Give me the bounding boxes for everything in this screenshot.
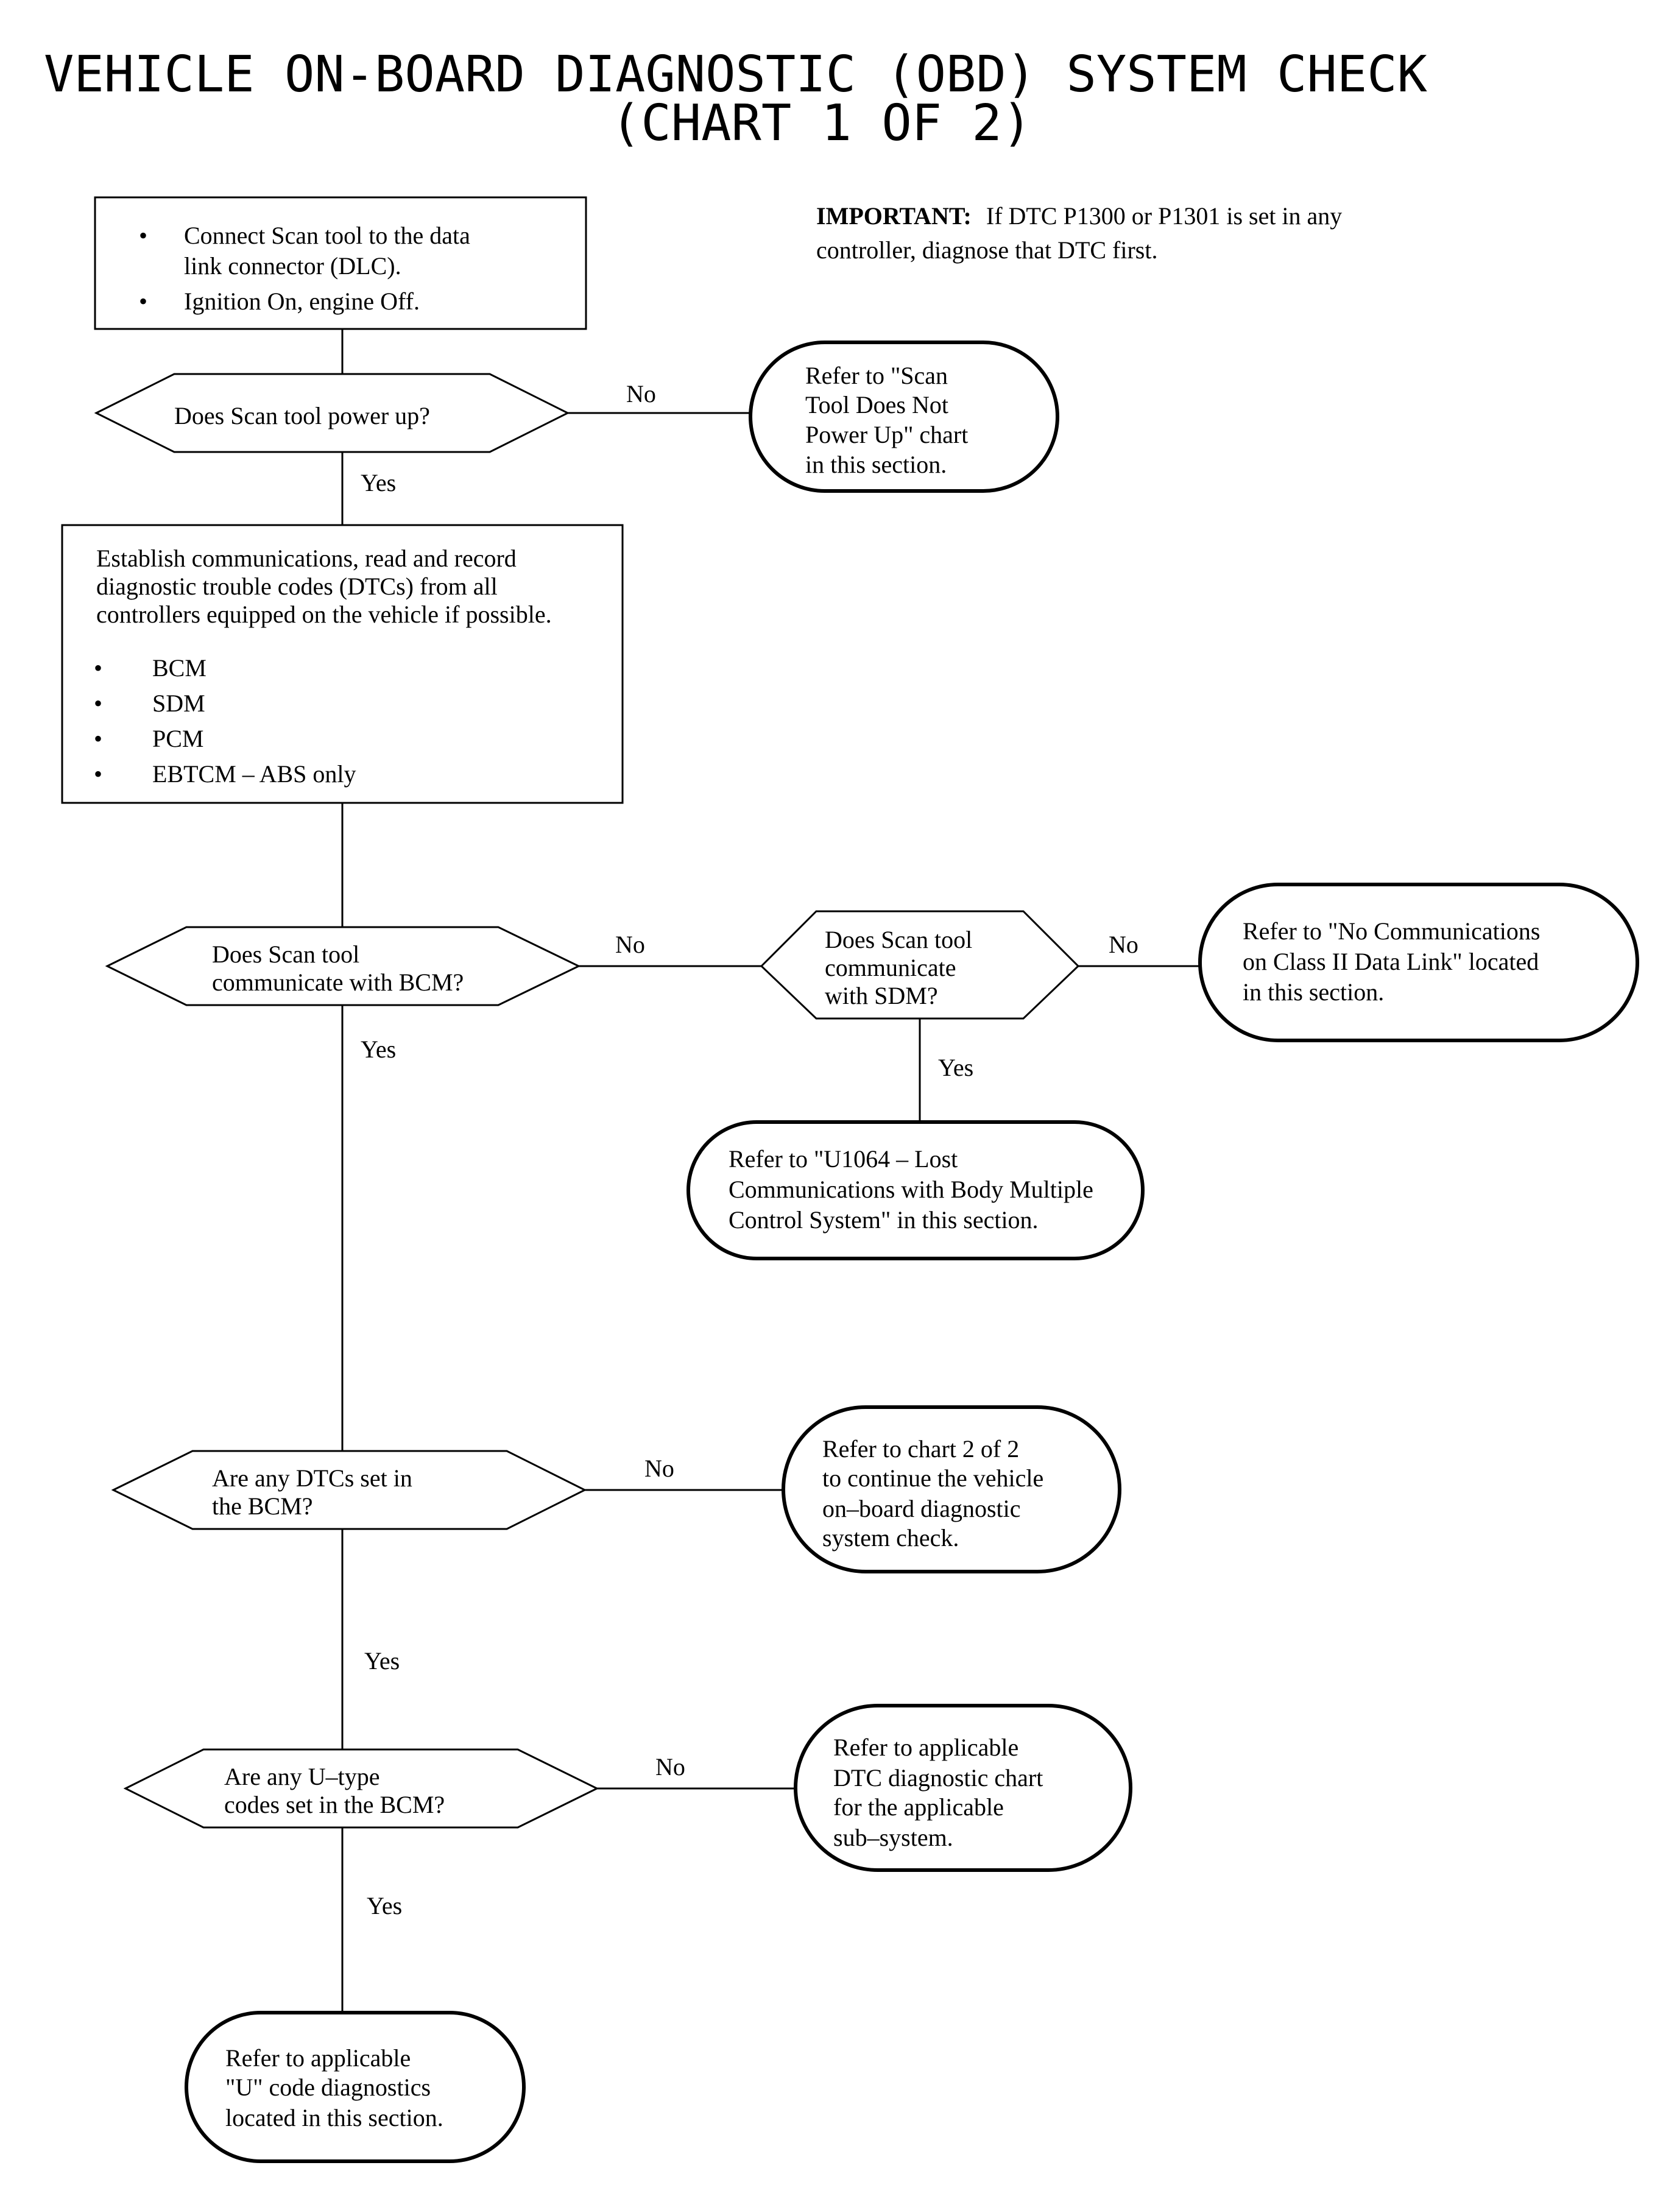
label-sdm-yes: Yes <box>938 1054 973 1081</box>
decision-communicate-bcm: Does Scan tool communicate with BCM? <box>105 926 581 1006</box>
label-dtcs-no: No <box>644 1455 674 1482</box>
terminal-dtc-chart-line1: Refer to applicable <box>833 1734 1018 1761</box>
bullet-marker: • <box>94 690 102 717</box>
decision-sdm-line1: Does Scan tool <box>825 926 972 953</box>
terminal-scan-tool-no-power: Refer to "Scan Tool Does Not Power Up" c… <box>749 341 1059 493</box>
bullet-marker: • <box>139 288 147 315</box>
controller-item: SDM <box>152 690 205 717</box>
terminal-dtc-chart-line2: DTC diagnostic chart <box>833 1764 1043 1792</box>
terminal-chart2-line2: to continue the vehicle <box>822 1464 1043 1492</box>
label-bcm-no: No <box>615 931 645 958</box>
decision-scan-tool-power: Does Scan tool power up? <box>94 373 570 453</box>
establish-line3: controllers equipped on the vehicle if p… <box>96 601 552 628</box>
svg-text:IMPORTANT: If DTC P1300: IMPORTANT: If DTC P1300 or P1301 is set … <box>816 202 1342 230</box>
establish-line2: diagnostic trouble codes (DTCs) from all <box>96 573 498 600</box>
decision-utype-line1: Are any U–type <box>224 1763 379 1790</box>
terminal-dtc-diagnostic-chart: Refer to applicable DTC diagnostic chart… <box>794 1704 1132 1872</box>
terminal-u1064-line3: Control System" in this section. <box>729 1206 1039 1234</box>
terminal-power-line2: Tool Does Not <box>805 391 948 418</box>
terminal-dtc-chart-line4: sub–system. <box>833 1824 953 1851</box>
terminal-chart2-line3: on–board diagnostic <box>822 1495 1021 1522</box>
terminal-power-line1: Refer to "Scan <box>805 362 948 389</box>
connect-box-bullet1-line1: Connect Scan tool to the data <box>184 222 470 249</box>
chart-title-line2: (CHART 1 OF 2) <box>611 94 1032 152</box>
decision-dtcs-set: Are any DTCs set in the BCM? <box>111 1450 587 1530</box>
bullet-marker: • <box>139 222 147 249</box>
decision-sdm-line3: with SDM? <box>825 982 938 1009</box>
important-label: IMPORTANT: <box>816 202 972 230</box>
connect-box-bullet2-line1: Ignition On, engine Off. <box>184 288 420 315</box>
terminal-power-line4: in this section. <box>805 451 947 478</box>
terminal-no-comm-line1: Refer to "No Communications <box>1243 917 1540 945</box>
bullet-marker: • <box>94 725 102 752</box>
terminal-no-communications: Refer to "No Communications on Class II … <box>1198 883 1639 1042</box>
label-dtcs-yes: Yes <box>364 1647 400 1675</box>
label-power-yes: Yes <box>361 469 396 496</box>
bullet-marker: • <box>94 760 102 788</box>
establish-communications-box: Establish communications, read and recor… <box>61 524 624 804</box>
important-line2: controller, diagnose that DTC first. <box>816 236 1158 264</box>
decision-power-line1: Does Scan tool power up? <box>174 402 430 429</box>
terminal-u1064: Refer to "U1064 – Lost Communications wi… <box>686 1120 1145 1260</box>
label-utype-no: No <box>655 1753 685 1781</box>
terminal-dtc-chart-line3: for the applicable <box>833 1793 1004 1821</box>
terminal-chart-2: Refer to chart 2 of 2 to continue the ve… <box>782 1405 1121 1573</box>
important-line1: If DTC P1300 or P1301 is set in any <box>986 202 1342 230</box>
terminal-u-code-line2: "U" code diagnostics <box>225 2074 431 2101</box>
label-utype-yes: Yes <box>367 1892 402 1919</box>
establish-line1: Establish communications, read and recor… <box>96 545 517 572</box>
terminal-u1064-line2: Communications with Body Multiple <box>729 1176 1093 1203</box>
label-sdm-no: No <box>1109 931 1138 958</box>
terminal-chart2-line4: system check. <box>822 1524 959 1552</box>
connect-scan-tool-box: • Connect Scan tool to the data link con… <box>94 196 587 330</box>
controller-item: EBTCM – ABS only <box>152 760 356 788</box>
bullet-marker: • <box>94 654 102 682</box>
decision-u-type-codes: Are any U–type codes set in the BCM? <box>123 1748 599 1829</box>
important-note: IMPORTANT: If DTC P1300 or P1301 is set … <box>816 202 1342 264</box>
terminal-power-line3: Power Up" chart <box>805 421 968 448</box>
terminal-u-code-diagnostics: Refer to applicable "U" code diagnostics… <box>185 2011 526 2163</box>
connect-box-bullet1-line2: link connector (DLC). <box>184 252 401 280</box>
decision-bcm-line2: communicate with BCM? <box>212 969 464 996</box>
decision-bcm-line1: Does Scan tool <box>212 941 359 968</box>
terminal-no-comm-line2: on Class II Data Link" located <box>1243 948 1539 975</box>
terminal-chart2-line1: Refer to chart 2 of 2 <box>822 1435 1019 1463</box>
label-power-no: No <box>626 380 656 408</box>
connector-lines <box>341 329 1200 2013</box>
controller-item: PCM <box>152 725 204 752</box>
decision-utype-line2: codes set in the BCM? <box>224 1791 445 1818</box>
controller-item: BCM <box>152 654 206 682</box>
terminal-no-comm-line3: in this section. <box>1243 978 1384 1006</box>
label-bcm-yes: Yes <box>361 1036 396 1063</box>
terminal-u1064-line1: Refer to "U1064 – Lost <box>729 1145 958 1173</box>
decision-sdm-line2: communicate <box>825 954 956 981</box>
chart-title-line1: VEHICLE ON-BOARD DIAGNOSTIC (OBD) SYSTEM… <box>44 46 1428 104</box>
decision-dtcs-line2: the BCM? <box>212 1492 313 1520</box>
terminal-u-code-line1: Refer to applicable <box>225 2044 411 2072</box>
terminal-u-code-line3: located in this section. <box>225 2104 443 2131</box>
decision-dtcs-line1: Are any DTCs set in <box>212 1464 412 1492</box>
decision-communicate-sdm: Does Scan tool communicate with SDM? <box>760 910 1080 1020</box>
